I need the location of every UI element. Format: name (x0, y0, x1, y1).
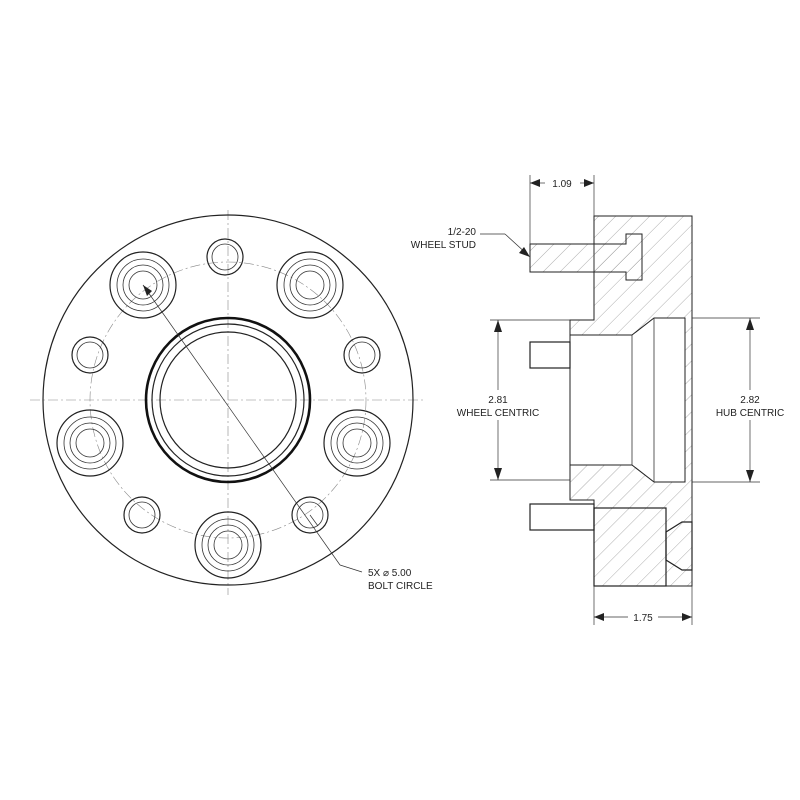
bolt-circle-leader (142, 284, 363, 573)
stud-hole-bottom (194, 511, 262, 579)
bolt-circle-label: BOLT CIRCLE (368, 581, 433, 592)
stud-length-dimension (529, 175, 595, 244)
lug-hole-top (206, 238, 244, 276)
stud-hole-top-right (276, 251, 344, 319)
section-view: 2.81 WHEEL CENTRIC 2.82 HUB CENTRIC 1.09 (411, 175, 784, 625)
thickness-value: 1.75 (633, 613, 653, 624)
lug-hole-bottom-right (291, 496, 329, 534)
spacer-outer-edge (42, 214, 414, 586)
lug-hole-left (71, 336, 109, 374)
wheel-stud-section (529, 233, 643, 281)
stud-hole-left (56, 409, 124, 477)
thickness-dimension (593, 586, 693, 625)
wheel-centric-value: 2.81 (488, 395, 508, 406)
lug-hole-bottom-left (123, 496, 161, 534)
bolt-circle-path (89, 261, 367, 539)
lower-stud (529, 503, 693, 587)
bolt-circle-value: 5X ⌀ 5.00 (368, 568, 412, 579)
stud-hole-top-left (109, 251, 177, 319)
pilot-stud-upper (529, 341, 571, 369)
front-view: 5X ⌀ 5.00 BOLT CIRCLE (30, 210, 433, 595)
lug-hole-right (343, 336, 381, 374)
wheel-centric-dimension (490, 319, 570, 481)
spacer-section-body (569, 215, 693, 587)
hub-centric-label: HUB CENTRIC (716, 408, 784, 419)
hub-centric-dimension (692, 317, 760, 483)
wheel-stud-leader (480, 233, 530, 257)
wheel-stud-label: WHEEL STUD (411, 240, 476, 251)
wheel-centric-label: WHEEL CENTRIC (457, 408, 539, 419)
center-bore-outer (144, 316, 312, 484)
center-bore-ring (151, 323, 305, 477)
center-bore-inner (159, 331, 297, 469)
hub-centric-value: 2.82 (740, 395, 760, 406)
stud-hole-right (323, 409, 391, 477)
wheel-stud-size: 1/2-20 (448, 227, 477, 238)
stud-length-value: 1.09 (552, 179, 572, 190)
